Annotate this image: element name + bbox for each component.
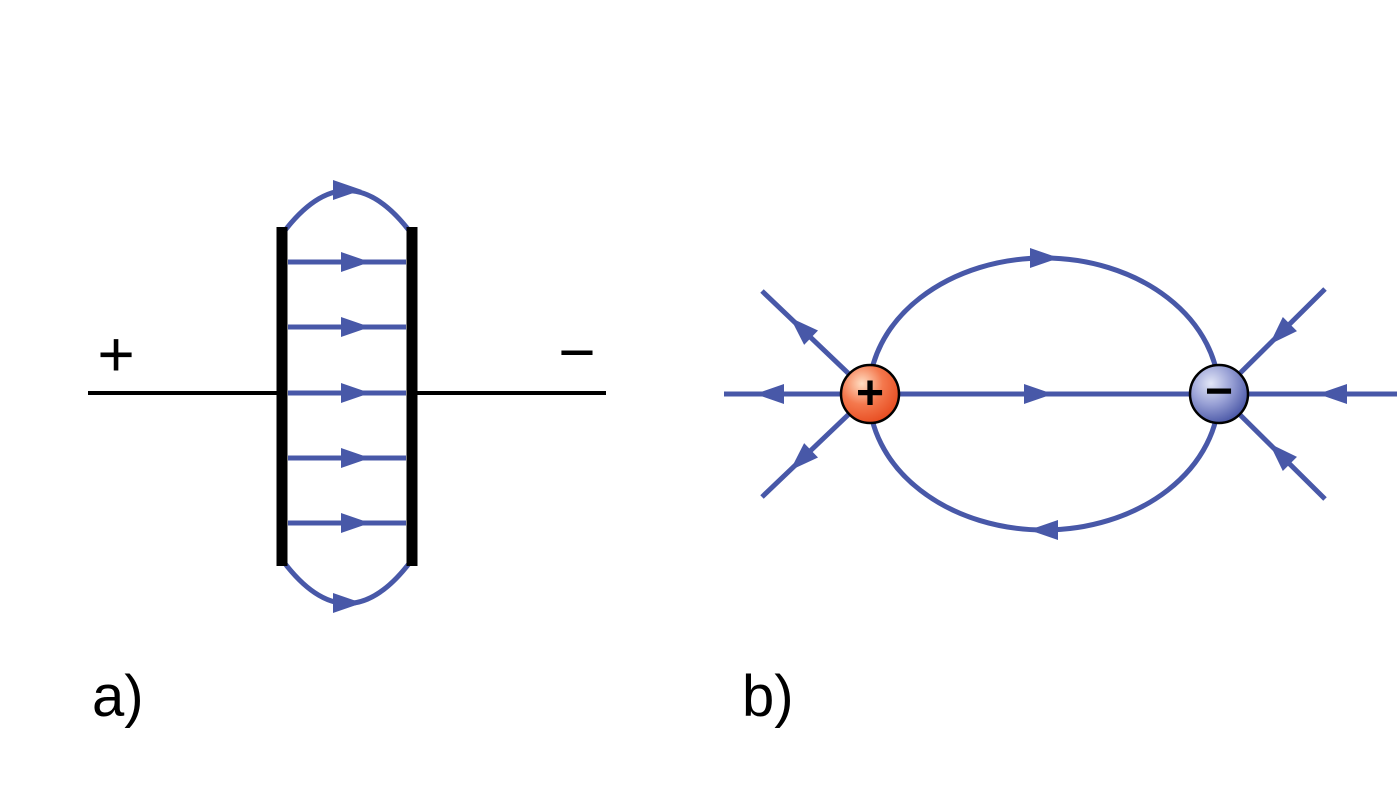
field-arrowhead: [1269, 443, 1297, 471]
field-arrowhead: [341, 448, 370, 468]
negative-terminal-sign: −: [558, 316, 595, 388]
panel-b-caption: b): [742, 664, 794, 729]
field-arrowhead: [333, 180, 362, 200]
field-arrowhead: [790, 443, 819, 471]
panel-a-caption: a): [92, 664, 144, 729]
field-arrowhead: [1029, 520, 1058, 540]
positive-terminal-sign: +: [97, 318, 134, 390]
negative-charge-sign: −: [1205, 365, 1233, 418]
negative-charge: [1188, 363, 1250, 425]
field-arrowhead: [341, 383, 370, 403]
field-arrowhead: [333, 593, 362, 613]
capacitor-conductors-group: [88, 227, 606, 566]
fringe-field-line: [281, 559, 413, 606]
field-arrowhead: [790, 317, 819, 345]
field-arrowhead: [341, 252, 370, 272]
field-arrowhead: [1030, 248, 1059, 268]
labels-group: + − + − a) b): [92, 316, 1233, 729]
dipole-charges-group: [839, 363, 1250, 425]
field-arrowhead: [341, 513, 370, 533]
dipole-field-lines-group: [724, 248, 1397, 540]
fringe-field-line: [281, 188, 413, 235]
field-arrowhead: [755, 384, 784, 404]
field-arrowhead: [1269, 317, 1297, 345]
positive-charge-sign: +: [856, 367, 884, 420]
field-arrowhead: [341, 317, 370, 337]
capacitor-field-lines-group: [281, 180, 413, 613]
field-arrowhead: [1318, 384, 1347, 404]
positive-charge: [839, 363, 901, 425]
field-arrowhead: [1024, 384, 1053, 404]
